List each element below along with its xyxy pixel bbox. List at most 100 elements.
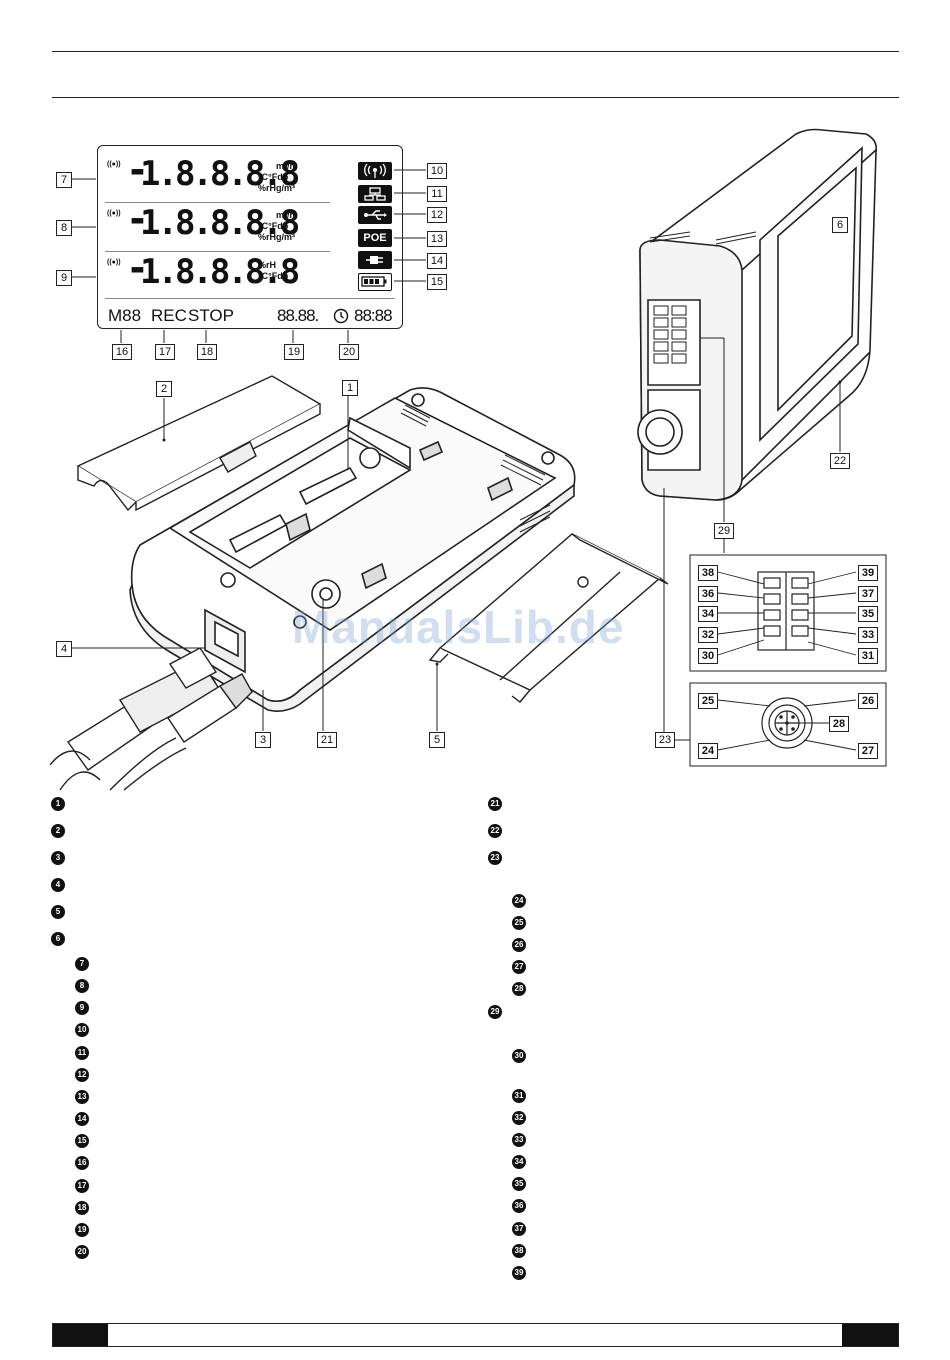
lcd-row1-minus: - (126, 148, 149, 192)
legend-marker-20: 20 (75, 1245, 89, 1259)
footer-block-right (842, 1324, 898, 1346)
lcd-row2-unit3: %rHg/m³ (258, 232, 296, 242)
lcd-separator-3 (105, 298, 395, 299)
legend-marker-31: 31 (512, 1089, 526, 1103)
legend-marker-16: 16 (75, 1156, 89, 1170)
callout-21: 21 (317, 732, 337, 748)
power-plug-icon (358, 251, 392, 269)
legend-marker-26: 26 (512, 938, 526, 952)
callout-10: 10 (427, 163, 447, 179)
legend-marker-37: 37 (512, 1222, 526, 1236)
lcd-display (97, 145, 403, 329)
lcd-row3-minus: - (126, 246, 149, 290)
pin-27: 27 (858, 743, 878, 759)
legend-marker-3: 3 (51, 851, 65, 865)
pin-28: 28 (829, 716, 849, 732)
pin-33: 33 (858, 627, 878, 643)
legend-marker-17: 17 (75, 1179, 89, 1193)
callout-5: 5 (429, 732, 445, 748)
lcd-row1-unit3: %rHg/m³ (258, 183, 296, 193)
lcd-row3-unit1: %rH (258, 260, 277, 270)
legend-marker-7: 7 (75, 957, 89, 971)
usb-icon (358, 206, 392, 224)
callout-15: 15 (427, 274, 447, 290)
callout-13: 13 (427, 231, 447, 247)
lcd-row1-unit1: m³/h (276, 161, 295, 171)
pin-25: 25 (698, 693, 718, 709)
legend-marker-25: 25 (512, 916, 526, 930)
callout-6: 6 (832, 217, 848, 233)
footer-bar (52, 1323, 899, 1347)
lcd-rec: REC (151, 306, 187, 325)
lcd-separator-2 (105, 251, 330, 252)
lcd-time: 88:88 (354, 306, 393, 325)
pin-34: 34 (698, 606, 718, 622)
legend-marker-29: 29 (488, 1005, 502, 1019)
lcd-row3-signal: ((●)) (107, 259, 121, 266)
footer-block-left (53, 1324, 108, 1346)
legend-marker-24: 24 (512, 894, 526, 908)
lcd-date: 88.88. (277, 306, 319, 325)
legend-marker-14: 14 (75, 1112, 89, 1126)
callout-8: 8 (56, 220, 72, 236)
callout-12: 12 (427, 207, 447, 223)
legend-marker-15: 15 (75, 1134, 89, 1148)
callout-16: 16 (112, 344, 132, 360)
lcd-stop: STOP (188, 306, 234, 325)
legend-marker-28: 28 (512, 982, 526, 996)
legend-marker-8: 8 (75, 979, 89, 993)
pin-37: 37 (858, 586, 878, 602)
legend-marker-21: 21 (488, 797, 502, 811)
lcd-memory: M88 (108, 306, 142, 325)
callout-17: 17 (155, 344, 175, 360)
poe-icon: POE (358, 229, 392, 247)
callout-22: 22 (830, 453, 850, 469)
watermark: ManualsLib.de (292, 601, 625, 653)
legend-marker-19: 19 (75, 1223, 89, 1237)
legend-marker-32: 32 (512, 1111, 526, 1125)
pin-38: 38 (698, 565, 718, 581)
callout-9: 9 (56, 270, 72, 286)
lcd-row2-digits: 1.8.8.8.8 (140, 203, 300, 243)
legend-marker-4: 4 (51, 878, 65, 892)
callout-2: 2 (156, 381, 172, 397)
legend-marker-10: 10 (75, 1023, 89, 1037)
network-icon (358, 185, 392, 203)
lcd-row2-unit2: °C°Fdp (258, 221, 289, 231)
pin-30: 30 (698, 648, 718, 664)
legend-marker-2: 2 (51, 824, 65, 838)
callout-3: 3 (255, 732, 271, 748)
callout-23: 23 (655, 732, 675, 748)
legend-marker-5: 5 (51, 905, 65, 919)
legend-marker-36: 36 (512, 1199, 526, 1213)
legend-marker-22: 22 (488, 824, 502, 838)
legend-marker-1: 1 (51, 797, 65, 811)
lcd-row1-digits: 1.8.8.8.8 (140, 154, 300, 194)
callout-19: 19 (284, 344, 304, 360)
legend-marker-13: 13 (75, 1090, 89, 1104)
callout-14: 14 (427, 253, 447, 269)
pin-32: 32 (698, 627, 718, 643)
pin-31: 31 (858, 648, 878, 664)
lcd-separator-1 (105, 202, 330, 203)
callout-1: 1 (342, 380, 358, 396)
legend-marker-30: 30 (512, 1049, 526, 1063)
legend-marker-23: 23 (488, 851, 502, 865)
legend-marker-11: 11 (75, 1046, 89, 1060)
lcd-row1-signal: ((●)) (107, 161, 121, 168)
header-rule-top (52, 51, 899, 52)
callout-4: 4 (56, 641, 72, 657)
radio-icon (358, 162, 392, 180)
legend-marker-34: 34 (512, 1155, 526, 1169)
legend-marker-35: 35 (512, 1177, 526, 1191)
legend-marker-9: 9 (75, 1001, 89, 1015)
lcd-row2-minus: - (126, 197, 149, 241)
lcd-row3-unit2: °C°Fdp (258, 271, 289, 281)
battery-icon (358, 273, 392, 291)
legend-marker-38: 38 (512, 1244, 526, 1258)
legend-marker-27: 27 (512, 960, 526, 974)
pin-36: 36 (698, 586, 718, 602)
legend-marker-12: 12 (75, 1068, 89, 1082)
lcd-row1-unit2: °C°Fdp (258, 172, 289, 182)
